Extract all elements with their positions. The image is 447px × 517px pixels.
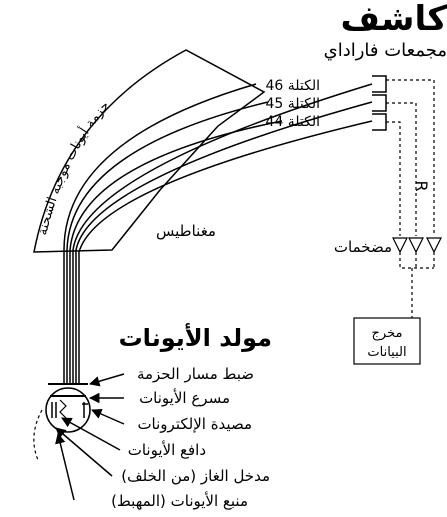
- cup-44: [372, 113, 387, 131]
- amplifier-3: [426, 237, 442, 254]
- ion-source-label-accelerator: مسرع الأيونات: [139, 388, 230, 407]
- resistor-symbol: R: [412, 180, 431, 191]
- ion-source-label-gas-inlet: مدخل الغاز (من الخلف): [121, 467, 270, 485]
- amplifier-1: [392, 237, 408, 254]
- ion-beams: [63, 83, 373, 384]
- mass-label-46: الكتلة 46: [265, 78, 320, 94]
- ion-source-assembly: [33, 383, 91, 461]
- faraday-cups: [372, 75, 387, 131]
- ion-source-arrows: [55, 373, 125, 501]
- ion-source-label-electron-trap: مصيدة الإلكترونات: [137, 415, 252, 433]
- magnet-sector: [33, 49, 266, 253]
- ionization-chamber: [45, 387, 91, 433]
- filament: [59, 399, 67, 419]
- cup-wiring: [386, 79, 435, 318]
- magnet-label: مغناطيس: [156, 222, 216, 240]
- detector-title: كاشف: [341, 0, 447, 39]
- beam-46: [63, 83, 257, 384]
- mass-label-44: الكتلة 44: [265, 114, 320, 130]
- mass-label-45: الكتلة 45: [265, 96, 320, 112]
- ion-source-label-cathode: منبع الأيونات (المهبط): [111, 491, 248, 510]
- repeller: [51, 402, 57, 418]
- ion-source-label-repeller: دافع الأيونات: [128, 440, 206, 459]
- data-output-box: [353, 317, 421, 365]
- ion-source-title: مولد الأيونات: [119, 323, 272, 352]
- output-label-line2: البيانات: [367, 345, 406, 360]
- beam-edge-2: [75, 101, 373, 384]
- gas-inlet-line: [33, 409, 43, 461]
- cup-45: [372, 94, 387, 112]
- cup-46: [372, 75, 387, 93]
- electron-trap: [82, 402, 88, 418]
- amplifiers-label: مضخمات: [334, 238, 392, 256]
- beam-edge-3: [78, 120, 373, 384]
- beam-edge-1: [72, 83, 373, 384]
- beam-45: [66, 101, 269, 384]
- detector-subtitle: مجمعات فاراداي: [324, 40, 447, 61]
- amplifier-2: [408, 237, 424, 254]
- ion-source-label-focus: ضبط مسار الحزمة: [137, 365, 254, 383]
- output-label-line1: مخرج: [372, 326, 403, 341]
- amplifiers: [392, 237, 442, 254]
